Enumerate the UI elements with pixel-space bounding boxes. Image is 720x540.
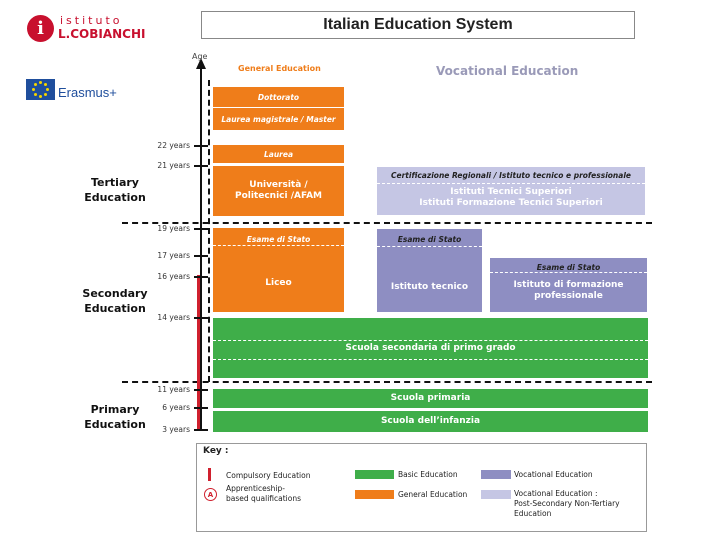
secondary-education-label: Secondary Education bbox=[82, 286, 148, 316]
compulsory-legend-swatch bbox=[208, 468, 211, 481]
diagram-title: Italian Education System bbox=[201, 11, 635, 39]
secondary-primary-divider bbox=[122, 381, 652, 383]
box-label: Istituto tecnico bbox=[390, 282, 469, 292]
primary-education-label: Primary Education bbox=[82, 402, 148, 432]
age-tick bbox=[194, 407, 208, 409]
age-tick bbox=[194, 276, 208, 278]
general-legend-swatch bbox=[355, 490, 394, 499]
legend-general-label: General Education bbox=[398, 490, 468, 499]
box-label: Istituti Formazione Tecnici Superiori bbox=[419, 198, 603, 208]
legend-line: Vocational Education : bbox=[514, 489, 598, 498]
tertiary-education-label: Tertiary Education bbox=[82, 175, 148, 205]
scuola-infanzia-box: Scuola dell’infanzia bbox=[213, 411, 648, 432]
age-label: 19 years bbox=[157, 224, 190, 233]
logo-mark: i bbox=[37, 18, 44, 39]
box-label: Politecnici /AFAM bbox=[234, 191, 323, 201]
basic-legend-swatch bbox=[355, 470, 394, 479]
level-label-line: Education bbox=[84, 191, 146, 204]
liceo-exam-divider bbox=[213, 245, 344, 246]
secondaria-divider-upper bbox=[213, 340, 648, 341]
eu-flag-icon bbox=[26, 79, 55, 100]
age-label: 11 years bbox=[157, 385, 190, 394]
age-tick bbox=[194, 429, 208, 431]
box-label: Dottorato bbox=[257, 92, 300, 102]
logo-text-istituto: istituto bbox=[60, 14, 123, 27]
legend-line: Apprenticeship- bbox=[226, 484, 285, 493]
box-label: Scuola primaria bbox=[390, 393, 471, 403]
logo-text-name: L.COBIANCHI bbox=[58, 27, 146, 41]
legend-line: Post-Secondary Non-Tertiary bbox=[514, 499, 620, 508]
laurea-box: Laurea bbox=[213, 145, 344, 163]
age-axis-arrow bbox=[196, 58, 206, 430]
legend-compulsory-label: Compulsory Education bbox=[226, 471, 311, 480]
age-label: 22 years bbox=[157, 141, 190, 150]
age-axis-label: Age bbox=[192, 52, 208, 61]
general-education-heading: General Education bbox=[238, 64, 321, 73]
box-label: Istituto di formazione bbox=[513, 280, 624, 290]
esame-di-stato-label: Esame di Stato bbox=[246, 235, 311, 244]
box-label: professionale bbox=[534, 291, 603, 301]
prof-exam-divider bbox=[490, 272, 647, 273]
post-secondary-vocational-box: Certificazione Regionali / Istituto tecn… bbox=[377, 167, 645, 215]
box-label: Liceo bbox=[265, 278, 292, 288]
box-label: Laurea bbox=[263, 149, 294, 159]
dottorato-box: Dottorato bbox=[213, 87, 344, 107]
istituto-professionale-box: Esame di Stato Istituto di formazione pr… bbox=[490, 258, 647, 312]
istituto-tecnico-box: Esame di Stato Istituto tecnico bbox=[377, 229, 482, 312]
box-label: Laurea magistrale / Master bbox=[221, 114, 336, 124]
erasmus-label: Erasmus+ bbox=[58, 85, 117, 100]
secondaria-primo-grado-box: Scuola secondaria di primo grado bbox=[213, 318, 648, 378]
universita-box: Università / Politecnici /AFAM bbox=[213, 166, 344, 216]
its-divider bbox=[377, 183, 645, 184]
box-label: Scuola dell’infanzia bbox=[380, 416, 481, 426]
legend-vocational-label: Vocational Education bbox=[514, 470, 593, 479]
scuola-primaria-box: Scuola primaria bbox=[213, 389, 648, 408]
age-label: 6 years bbox=[162, 403, 190, 412]
level-label-line: Education bbox=[84, 302, 146, 315]
age-tick bbox=[194, 165, 208, 167]
box-label: Università / bbox=[249, 180, 308, 190]
axis-dashed-guide bbox=[208, 80, 210, 382]
level-label-line: Secondary bbox=[82, 287, 148, 300]
age-label: 14 years bbox=[157, 313, 190, 322]
legend-box bbox=[196, 443, 647, 532]
legend-line: Education bbox=[514, 509, 552, 518]
level-label-line: Primary bbox=[90, 403, 140, 416]
esame-di-stato-label: Esame di Stato bbox=[397, 235, 462, 244]
age-tick bbox=[194, 145, 208, 147]
liceo-box: Esame di Stato Liceo bbox=[213, 228, 344, 312]
level-label-line: Tertiary bbox=[91, 176, 139, 189]
age-tick bbox=[194, 389, 208, 391]
school-logo-icon: i bbox=[27, 15, 54, 42]
compulsory-education-bar bbox=[197, 275, 200, 430]
certificazione-label: Certificazione Regionali / Istituto tecn… bbox=[391, 171, 631, 180]
box-label: Istituti Tecnici Superiori bbox=[450, 187, 572, 197]
legend-title: Key : bbox=[203, 446, 229, 456]
age-label: 21 years bbox=[157, 161, 190, 170]
age-label: 17 years bbox=[157, 251, 190, 260]
level-label-line: Education bbox=[84, 418, 146, 431]
apprenticeship-icon: A bbox=[204, 488, 217, 501]
tertiary-secondary-divider bbox=[122, 222, 652, 224]
tecnico-exam-divider bbox=[377, 246, 482, 247]
age-tick bbox=[194, 228, 208, 230]
secondaria-divider-lower bbox=[213, 359, 648, 360]
age-label: 16 years bbox=[157, 272, 190, 281]
vocational-education-heading: Vocational Education bbox=[436, 64, 579, 78]
vocational-legend-swatch bbox=[481, 470, 511, 479]
legend-apprenticeship-label: Apprenticeship- based qualifications bbox=[226, 484, 301, 504]
laurea-magistrale-box: Laurea magistrale / Master bbox=[213, 108, 344, 130]
box-label: Scuola secondaria di primo grado bbox=[345, 342, 516, 353]
legend-basic-label: Basic Education bbox=[398, 470, 458, 479]
postsecondary-legend-swatch bbox=[481, 490, 511, 499]
legend-postsecondary-label: Vocational Education : Post-Secondary No… bbox=[514, 489, 620, 519]
legend-line: based qualifications bbox=[226, 494, 302, 503]
age-tick bbox=[194, 317, 208, 319]
esame-di-stato-label: Esame di Stato bbox=[536, 263, 601, 272]
age-tick bbox=[194, 255, 208, 257]
age-label: 3 years bbox=[162, 425, 190, 434]
apprenticeship-mark: A bbox=[207, 490, 214, 499]
